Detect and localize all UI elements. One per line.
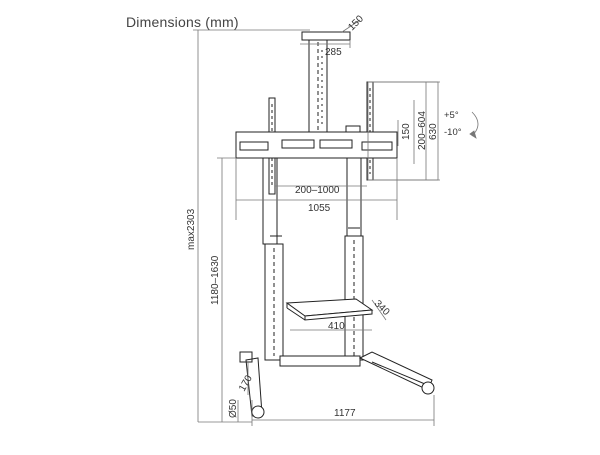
label-screen-offset: 630 (428, 123, 439, 140)
label-tilt-down: -10° (444, 127, 462, 138)
label-vesa-range: 200–1000 (295, 185, 340, 196)
label-top-width: 285 (325, 47, 342, 58)
diagram-title: Dimensions (mm) (126, 14, 239, 30)
label-column-range: 1180–1630 (210, 255, 221, 305)
dimension-labels: 150 285 150 200–604 630 +5° -10° 200–100… (186, 13, 462, 419)
dimension-lines (193, 19, 479, 426)
label-top-depth: 150 (346, 13, 366, 33)
label-max-height: max2303 (186, 208, 197, 250)
label-bracket-width: 1055 (308, 203, 331, 214)
label-shelf-depth: 340 (372, 298, 392, 318)
label-bracket-range: 200–604 (417, 111, 428, 150)
tv-stand-outline (235, 31, 435, 419)
label-tilt-up: +5° (444, 110, 459, 121)
label-shelf-width: 410 (328, 321, 345, 332)
label-base-width: 1177 (334, 408, 356, 419)
label-bracket-height: 150 (401, 123, 412, 140)
label-wheel-diameter: Ø50 (228, 399, 239, 418)
